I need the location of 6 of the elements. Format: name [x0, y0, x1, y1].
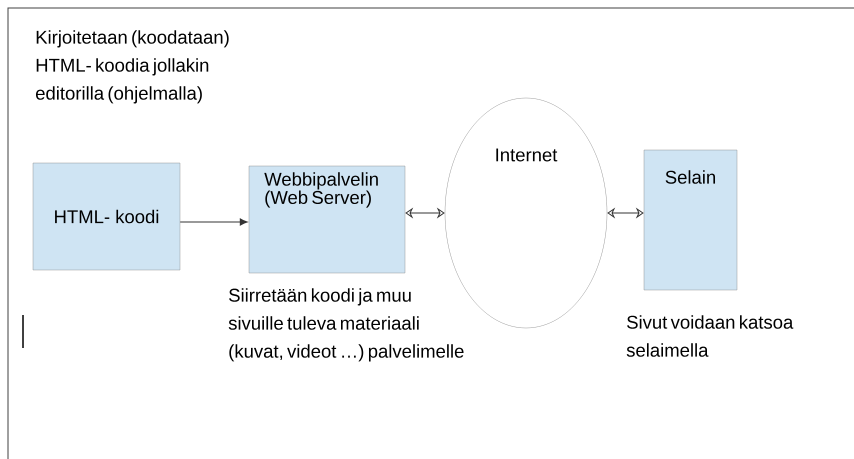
arrow: [180, 218, 248, 226]
note-text: Sivut voidaan katsoa selaimella: [626, 315, 794, 357]
process-box: HTML- koodi: [32, 162, 180, 270]
process-box: Selain: [644, 150, 738, 290]
note-text: Kirjoitetaan (koodataan) HTML- koodia jollakin editorilla (ohjelmalla): [36, 30, 229, 104]
process-box: Webbipalvelin (Web Server): [248, 166, 406, 274]
